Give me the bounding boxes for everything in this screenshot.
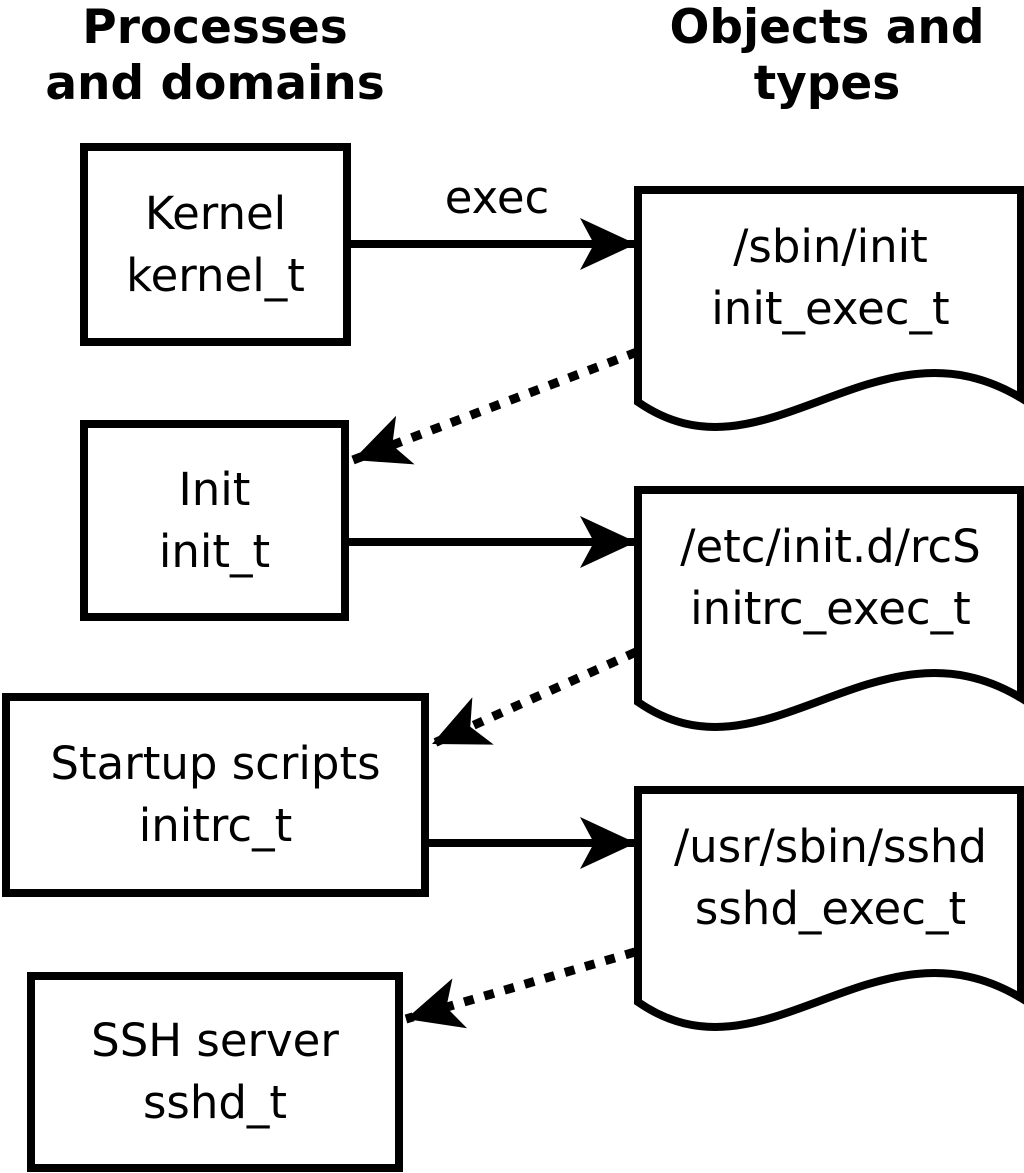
exec-arrow-label: exec (444, 171, 550, 224)
object-label-etc-initd-rcs: /etc/init.d/rcS initrc_exec_t (640, 495, 1021, 660)
process-domain-init-t: init_t (158, 524, 271, 578)
process-box-kernel: Kernel kernel_t (80, 143, 351, 346)
transition-arrow-sbin-init-to-init-t (351, 347, 639, 465)
object-path-sbin-init: /sbin/init (733, 219, 928, 273)
object-type-sshd-exec-t: sshd_exec_t (694, 881, 967, 935)
object-label-sbin-init: /sbin/init init_exec_t (640, 195, 1021, 360)
document-shape-init-exec (634, 186, 1024, 431)
process-name-ssh-server: SSH server (91, 1014, 339, 1067)
process-box-init: Init init_t (80, 420, 349, 621)
transition-arrow-rcs-to-initrc-t (430, 647, 638, 749)
column-header-objects: Objects and types (627, 0, 1024, 112)
document-shape-initrc-exec (634, 486, 1024, 731)
process-domain-sshd-t: sshd_t (142, 1076, 288, 1129)
process-domain-kernel-t: kernel_t (126, 248, 305, 302)
object-label-usr-sbin-sshd: /usr/sbin/sshd sshd_exec_t (640, 795, 1021, 960)
process-box-ssh-server: SSH server sshd_t (27, 972, 403, 1172)
process-name-init: Init (178, 462, 251, 516)
document-shape-sshd-exec (634, 786, 1024, 1031)
column-header-objects-line2: types (753, 56, 901, 111)
column-header-processes: Processes and domains (15, 0, 415, 112)
object-path-usr-sbin-sshd: /usr/sbin/sshd (674, 819, 987, 873)
column-header-processes-line1: Processes (82, 0, 348, 55)
process-name-kernel: Kernel (144, 186, 287, 240)
column-header-objects-line1: Objects and (669, 0, 985, 55)
column-header-processes-line2: and domains (45, 56, 385, 111)
transition-arrow-sshd-to-sshd-t (404, 947, 637, 1029)
process-name-startup-scripts: Startup scripts (50, 737, 381, 790)
object-type-init-exec-t: init_exec_t (711, 281, 950, 335)
object-type-initrc-exec-t: initrc_exec_t (690, 581, 971, 635)
object-path-etc-initd-rcs: /etc/init.d/rcS (680, 519, 981, 573)
process-box-startup-scripts: Startup scripts initrc_t (2, 693, 429, 897)
process-domain-initrc-t: initrc_t (138, 799, 293, 852)
